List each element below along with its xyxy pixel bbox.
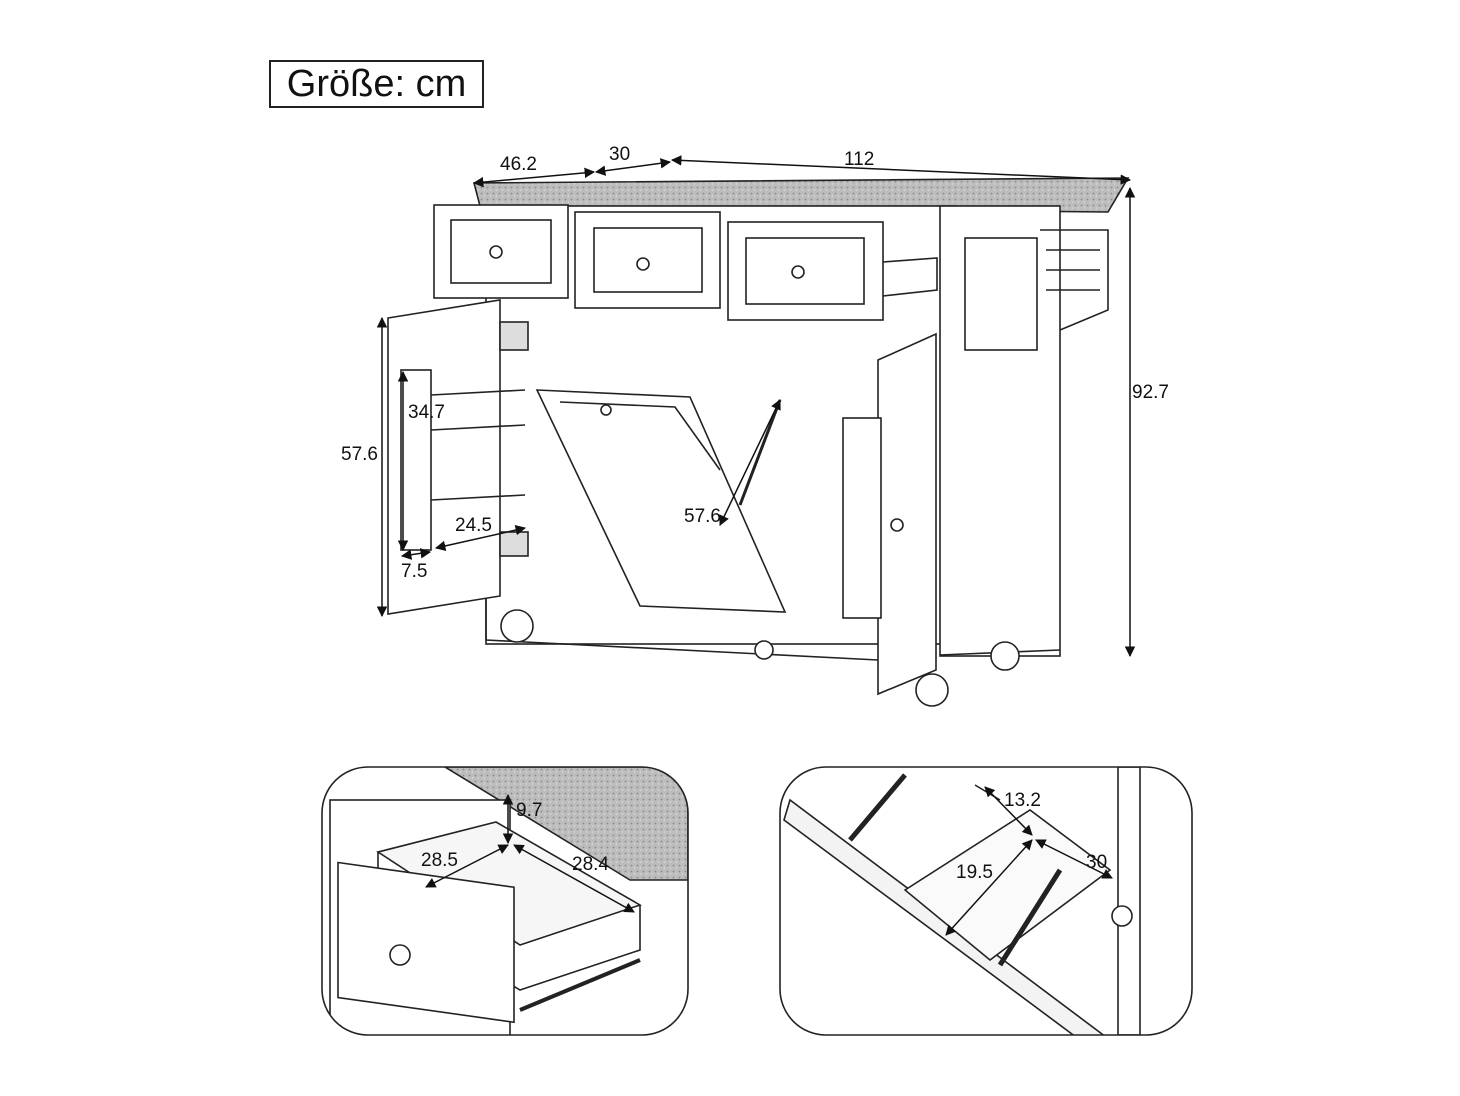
spice-rack (400, 369, 432, 551)
rack-depth-label: 7.5 (401, 561, 427, 582)
bin-height-label: 57.6 (684, 506, 721, 527)
drawer-depth-dim-line (513, 844, 635, 913)
towel-rack (1040, 229, 1109, 331)
bin-top-dim-line (984, 786, 1033, 836)
door-hinge (499, 321, 529, 351)
trash-bin-detail-panel: 13.2 19.5 30 (779, 766, 1193, 1036)
drawer-detail-panel: 9.7 28.5 28.4 (321, 766, 689, 1036)
total-height-label: 92.7 (1132, 382, 1169, 403)
spice-rack-side (964, 237, 1038, 351)
dimension-line-30 (594, 158, 672, 176)
caster-wheel (915, 673, 949, 707)
main-dimension-lines (376, 155, 1136, 658)
rack-width-label: 24.5 (455, 515, 492, 536)
bin-depth-label: 30 (1086, 852, 1107, 873)
detail-drawer-knob (389, 944, 411, 966)
right-open-door (877, 332, 937, 696)
drawer-right (727, 221, 884, 321)
size-unit-label: Größe: cm (269, 60, 484, 108)
dimension-line-112 (670, 155, 1132, 185)
dimension-line-57-6-bin (719, 399, 781, 526)
drawer-depth-label: 28.4 (572, 854, 609, 875)
drawer-height-label: 9.7 (516, 800, 542, 821)
drawer-slide-rail (519, 958, 641, 1012)
top-middle-extension-label: 30 (609, 144, 630, 165)
bin-width-dim-line (945, 839, 1033, 936)
right-shelf-panel (842, 417, 882, 619)
detail-gas-spring (848, 773, 907, 842)
top-width-label: 112 (844, 149, 874, 170)
dimension-line-7-5 (400, 548, 432, 560)
caster-wheel (990, 641, 1020, 671)
drawer-width-label: 28.5 (421, 850, 458, 871)
bin-depth-dim-line (1035, 839, 1113, 879)
dimension-line-24-5 (434, 524, 527, 552)
bin-top-label: 13.2 (1004, 790, 1041, 811)
rack-height-label: 34.7 (408, 402, 445, 423)
dimension-line-46-2 (472, 167, 596, 188)
kitchen-island-main-view (387, 177, 1130, 707)
detail-bin-box (903, 809, 1112, 962)
caster-wheel (500, 609, 534, 643)
door-hinge (499, 531, 529, 557)
drawer-knob (489, 245, 503, 259)
drawer-knob (636, 257, 650, 271)
bin-width-label: 19.5 (956, 862, 993, 883)
tilt-out-trash-bin (535, 389, 787, 613)
caster-wheel (754, 640, 774, 660)
bin-knob (600, 404, 612, 416)
top-left-extension-label: 46.2 (500, 154, 537, 175)
detail-door-edge (1117, 767, 1141, 1035)
drawer-width-dim-line (425, 844, 509, 888)
drawer-knob (791, 265, 805, 279)
door-height-label: 57.6 (341, 444, 378, 465)
main-dimension-labels: 46.2 30 112 92.7 57.6 34.7 24.5 7.5 57.6 (341, 144, 1169, 582)
detail-door-knob (1111, 905, 1133, 927)
door-knob (890, 518, 904, 532)
